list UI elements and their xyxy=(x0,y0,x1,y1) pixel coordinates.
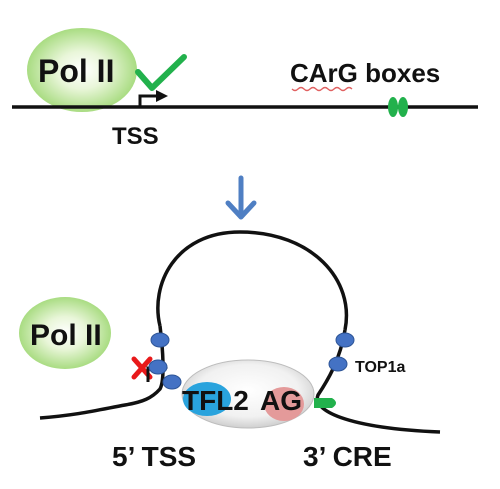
top1a-bead-right-1 xyxy=(335,332,355,348)
blocked-mark-stroke-2 xyxy=(131,356,153,380)
carg-box-1 xyxy=(388,97,398,117)
dna-loop xyxy=(156,230,349,331)
bottom-panel: Pol II TFL2 AG TOP1a 5’ TSS 3’ CRE xyxy=(19,230,441,472)
carg-box-2 xyxy=(398,97,408,117)
spellcheck-underline xyxy=(291,86,353,92)
tss-arrowhead-icon xyxy=(156,90,168,102)
pol-ii-blob-bottom xyxy=(19,297,111,369)
transition-arrow-head xyxy=(225,200,257,220)
cre-label-bottom: 3’ CRE xyxy=(303,441,392,472)
pol-ii-label-bottom: Pol II xyxy=(30,319,102,352)
top1a-bead-left-1 xyxy=(150,332,170,348)
pol-ii-blob-top xyxy=(27,28,137,112)
checkmark-icon xyxy=(135,54,187,91)
top1a-bead-left-3 xyxy=(162,374,182,390)
tss-label-bottom: 5’ TSS xyxy=(112,441,196,472)
tfl2-label: TFL2 xyxy=(182,385,249,416)
tfl2-protein xyxy=(183,382,231,416)
tss-label-top: TSS xyxy=(112,123,159,150)
tss-arrow-icon xyxy=(138,94,157,107)
ag-protein xyxy=(264,387,304,421)
ag-label: AG xyxy=(260,385,302,416)
top1a-bead-right-2 xyxy=(328,356,348,372)
cre-box-icon xyxy=(314,398,336,408)
top-panel: Pol II TSS CArG boxes xyxy=(12,28,478,150)
transition-arrow-icon xyxy=(225,175,257,220)
pol-ii-label-top: Pol II xyxy=(38,53,114,89)
carg-boxes-label: CArG boxes xyxy=(290,58,440,88)
top1a-bead-left-2 xyxy=(148,359,168,375)
top1a-label: TOP1a xyxy=(355,359,406,376)
dna-right-arm xyxy=(315,329,441,434)
